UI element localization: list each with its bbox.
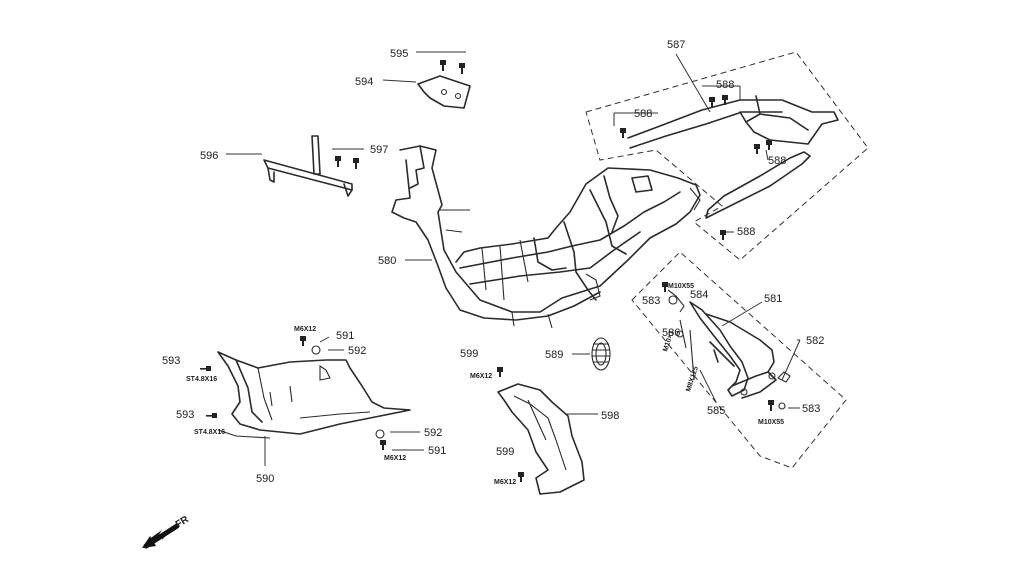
bolt-icon	[722, 95, 728, 105]
callout-582: 582	[806, 335, 824, 347]
callout-581: 581	[764, 293, 782, 305]
nut-icon	[676, 330, 684, 338]
screw-icon	[200, 366, 211, 371]
callout-595: 595	[390, 48, 408, 60]
callout-587: 587	[667, 39, 685, 51]
callout-594: 594	[355, 76, 373, 88]
callout-591-b: 591	[428, 445, 446, 457]
bolt-icon	[662, 282, 668, 292]
spec-m8x125: M8X125	[685, 366, 700, 393]
bolt-icon	[518, 472, 524, 482]
washer-icon	[375, 429, 385, 439]
callout-596: 596	[200, 150, 218, 162]
floor-pan-590	[217, 351, 411, 439]
callout-593-a: 593	[162, 355, 180, 367]
leader-lines	[226, 51, 801, 466]
callout-588-a: 588	[716, 79, 734, 91]
spec-m6x12-c: M6X12	[470, 373, 492, 380]
callout-598: 598	[601, 410, 619, 422]
bolt-icon	[766, 140, 772, 150]
bolt-icon	[709, 97, 715, 107]
center-stand-assembly	[631, 251, 847, 469]
bracket-596	[263, 135, 353, 197]
callout-584: 584	[690, 289, 708, 301]
bolt-icon	[300, 336, 306, 346]
spec-m6x12-a: M6X12	[294, 326, 316, 333]
callout-599-b: 599	[496, 446, 514, 458]
callout-583-b: 583	[802, 403, 820, 415]
callout-580: 580	[378, 255, 396, 267]
bolt-icon	[459, 63, 465, 74]
callout-599-a: 599	[460, 348, 478, 360]
callout-585: 585	[707, 405, 725, 417]
spec-m6x12-d: M6X12	[494, 479, 516, 486]
callout-588-c: 588	[768, 155, 786, 167]
bolt-icon	[353, 158, 359, 169]
bracket-594	[417, 75, 471, 109]
bolt-icon	[335, 156, 341, 167]
callout-592-a: 592	[348, 345, 366, 357]
spec-st48x16-a: ST4.8X16	[186, 376, 217, 383]
fastener-specs: M6X12 ST4.8X16 ST4.8X16 M6X12 M6X12 M6X1…	[186, 283, 784, 486]
bolt-icon	[768, 400, 774, 411]
bolt-icon	[620, 128, 626, 138]
callout-591-a: 591	[336, 330, 354, 342]
fasteners	[200, 60, 786, 482]
callouts: 595 594 596 597 580 587 588 588 588 588 …	[162, 39, 824, 485]
main-frame	[391, 145, 701, 329]
spec-m10x55-b: M10X55	[758, 419, 784, 426]
spec-st48x16-b: ST4.8X16	[194, 429, 225, 436]
callout-590: 590	[256, 473, 274, 485]
callout-588-b: 588	[634, 108, 652, 120]
bolt-icon	[720, 230, 726, 240]
washer-icon	[778, 402, 786, 410]
spring-589	[591, 337, 611, 371]
bolt-icon	[380, 440, 386, 450]
callout-593-b: 593	[176, 409, 194, 421]
callout-583-a: 583	[642, 295, 660, 307]
callout-592-b: 592	[424, 427, 442, 439]
spec-m10x55-a: M10X55	[668, 283, 694, 290]
callout-589: 589	[545, 349, 563, 361]
bolt-icon	[754, 144, 760, 154]
spec-m6x12-b: M6X12	[384, 455, 406, 462]
screw-icon	[206, 413, 217, 418]
callout-586: 586	[662, 327, 680, 339]
bolt-icon	[440, 60, 446, 71]
front-direction-arrow: FR	[142, 514, 192, 549]
callout-597: 597	[370, 144, 388, 156]
washer-icon	[311, 345, 321, 355]
callout-588-d: 588	[737, 226, 755, 238]
arrow-icon	[142, 523, 180, 549]
side-plate-598	[497, 383, 585, 495]
bolt-icon	[497, 367, 503, 377]
nut-icon	[668, 295, 678, 305]
